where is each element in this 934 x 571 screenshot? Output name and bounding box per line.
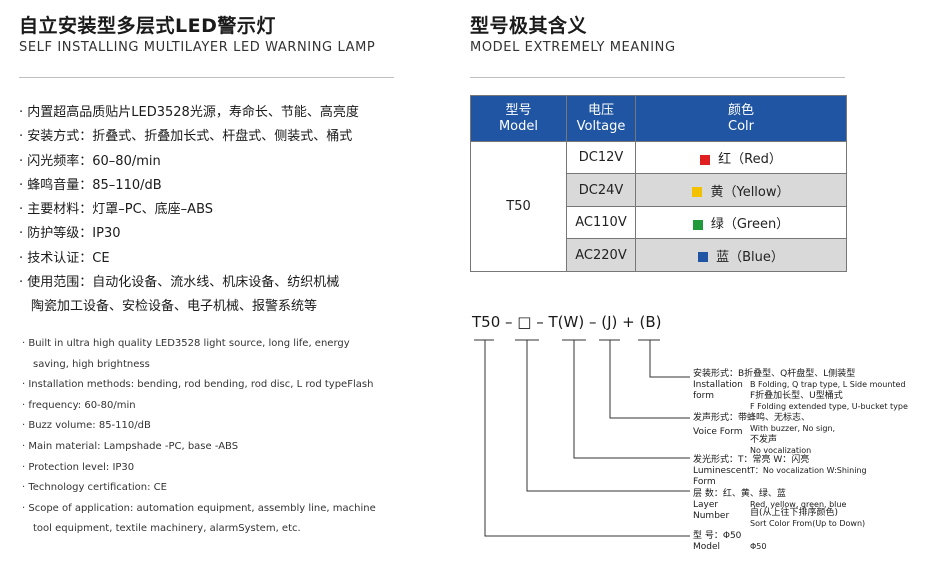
layer-en-values: Red, yellow, green, blue (750, 500, 847, 509)
model-en-label: Model (693, 542, 721, 552)
feature-en-item: · Protection level: IP30 (22, 461, 135, 473)
model-spec-table: 型号 Model 电压 Voltage 颜色 Colr T50 DC12V 红（… (470, 95, 847, 272)
model-title-en: MODEL EXTREMELY MEANING (470, 40, 676, 55)
model-title-cn: 型号极其含义 (470, 15, 588, 37)
left-divider (19, 77, 394, 78)
color-cell: 绿（Green） (635, 206, 847, 239)
model-cell: T50 (470, 141, 567, 272)
model-cn: 型 号：Φ50 (693, 531, 742, 541)
flash-form-en-label: Luminescent (693, 466, 751, 476)
feature-cn-item: · 主要材料：灯罩–PC、底座–ABS (19, 202, 214, 218)
layer-cn2: 自(从上往下排序颜色) (750, 508, 839, 518)
model-en-value: Φ50 (750, 542, 767, 551)
flash-form-en-values: T：No vocalization W:Shining (750, 466, 867, 475)
table-header-row: 型号 Model 电压 Voltage 颜色 Colr (470, 95, 847, 142)
flash-form-en-label2: Form (693, 477, 716, 487)
header-voltage: 电压 Voltage (566, 95, 636, 142)
voltage-cell: DC24V (566, 173, 636, 207)
install-form-cn2: F折叠加长型、U型桶式 (750, 391, 843, 401)
layer-cn: 层 数：红、黄、绿、蓝 (693, 489, 786, 499)
install-form-cn: 安装形式：B折叠型、Q杆盘型、L侧装型 (693, 369, 856, 379)
feature-cn-item: · 蜂鸣音量：85–110/dB (19, 177, 162, 193)
sound-form-en-label: Voice Form (693, 427, 743, 437)
voltage-cell: AC220V (566, 238, 636, 272)
sound-form-en3: No vocalization (750, 446, 812, 455)
feature-en-item: · Main material: Lampshade -PC, base -AB… (22, 440, 239, 452)
feature-cn-item: · 防护等级：IP30 (19, 226, 121, 242)
color-cell: 红（Red） (635, 141, 847, 174)
header-color: 颜色 Colr (635, 95, 847, 142)
feature-en-item: tool equipment, textile machinery, alarm… (33, 523, 301, 535)
right-divider (470, 77, 845, 78)
table-row: T50 DC12V 红（Red） (470, 141, 847, 272)
header-model: 型号 Model (470, 95, 567, 142)
blue-swatch (698, 252, 709, 262)
flash-form-cn: 发光形式：T：常亮 W：闪亮 (693, 455, 810, 465)
feature-en-item: · frequency: 60-80/min (22, 399, 136, 411)
product-title-en: SELF INSTALLING MULTILAYER LED WARNING L… (19, 40, 376, 55)
table-row: AC110V 绿（Green） (471, 206, 847, 239)
feature-cn-item: · 安装方式：折叠式、折叠加长式、杆盘式、侧装式、桶式 (19, 129, 353, 145)
table-row: AC220V 蓝（Blue） (471, 238, 847, 272)
feature-cn-item: 陶瓷加工设备、安检设备、电子机械、报警系统等 (31, 299, 318, 315)
install-form-en-label2: form (693, 391, 714, 401)
features-en-list: · Built in ultra high quality LED3528 li… (22, 334, 422, 540)
sound-form-en-values: With buzzer, No sign, (750, 424, 836, 433)
red-swatch (700, 154, 711, 165)
features-cn-list: · 内置超高品质贴片LED3528光源，寿命长、节能、高亮度 · 安装方式：折叠… (19, 101, 439, 320)
install-form-en-label: Installation (693, 380, 743, 390)
feature-en-item: · Scope of application: automation equip… (22, 502, 376, 514)
sound-form-cn2: 不发声 (750, 435, 778, 445)
feature-en-item: · Installation methods: bending, rod ben… (22, 379, 374, 391)
table-row: DC24V 黄（Yellow） (471, 173, 847, 207)
feature-cn-item: · 内置超高品质贴片LED3528光源，寿命长、节能、高亮度 (19, 105, 359, 120)
layer-en-label2: Number (693, 511, 730, 521)
green-swatch (692, 219, 703, 230)
color-cell: 蓝（Blue） (635, 238, 847, 272)
install-form-en-values: B Folding, Q trap type, L Side mounted (750, 380, 906, 389)
feature-en-item: saving, high brightness (33, 358, 150, 370)
feature-cn-item: · 技术认证：CE (19, 250, 110, 266)
install-form-en3: F Folding extended type, U-bucket type (750, 402, 908, 411)
feature-en-item: · Buzz volume: 85-110/dB (22, 420, 151, 432)
feature-en-item: · Technology certification: CE (22, 482, 167, 494)
feature-en-item: · Built in ultra high quality LED3528 li… (22, 338, 350, 349)
color-cell: 黄（Yellow） (635, 173, 847, 207)
sound-form-cn: 发声形式：带蜂鸣、无标志、 (693, 413, 811, 423)
feature-cn-item: · 闪光频率：60–80/min (19, 153, 161, 169)
product-title-cn: 自立安装型多层式LED警示灯 (19, 15, 276, 37)
layer-en3: Sort Color From(Up to Down) (750, 519, 866, 528)
feature-cn-item: · 使用范围：自动化设备、流水线、机床设备、纺织机械 (19, 275, 340, 291)
model-code: T50 – □ – T(W) – (J) + (B) (472, 313, 662, 331)
yellow-swatch (692, 187, 703, 197)
layer-en-label: Layer (693, 500, 719, 510)
